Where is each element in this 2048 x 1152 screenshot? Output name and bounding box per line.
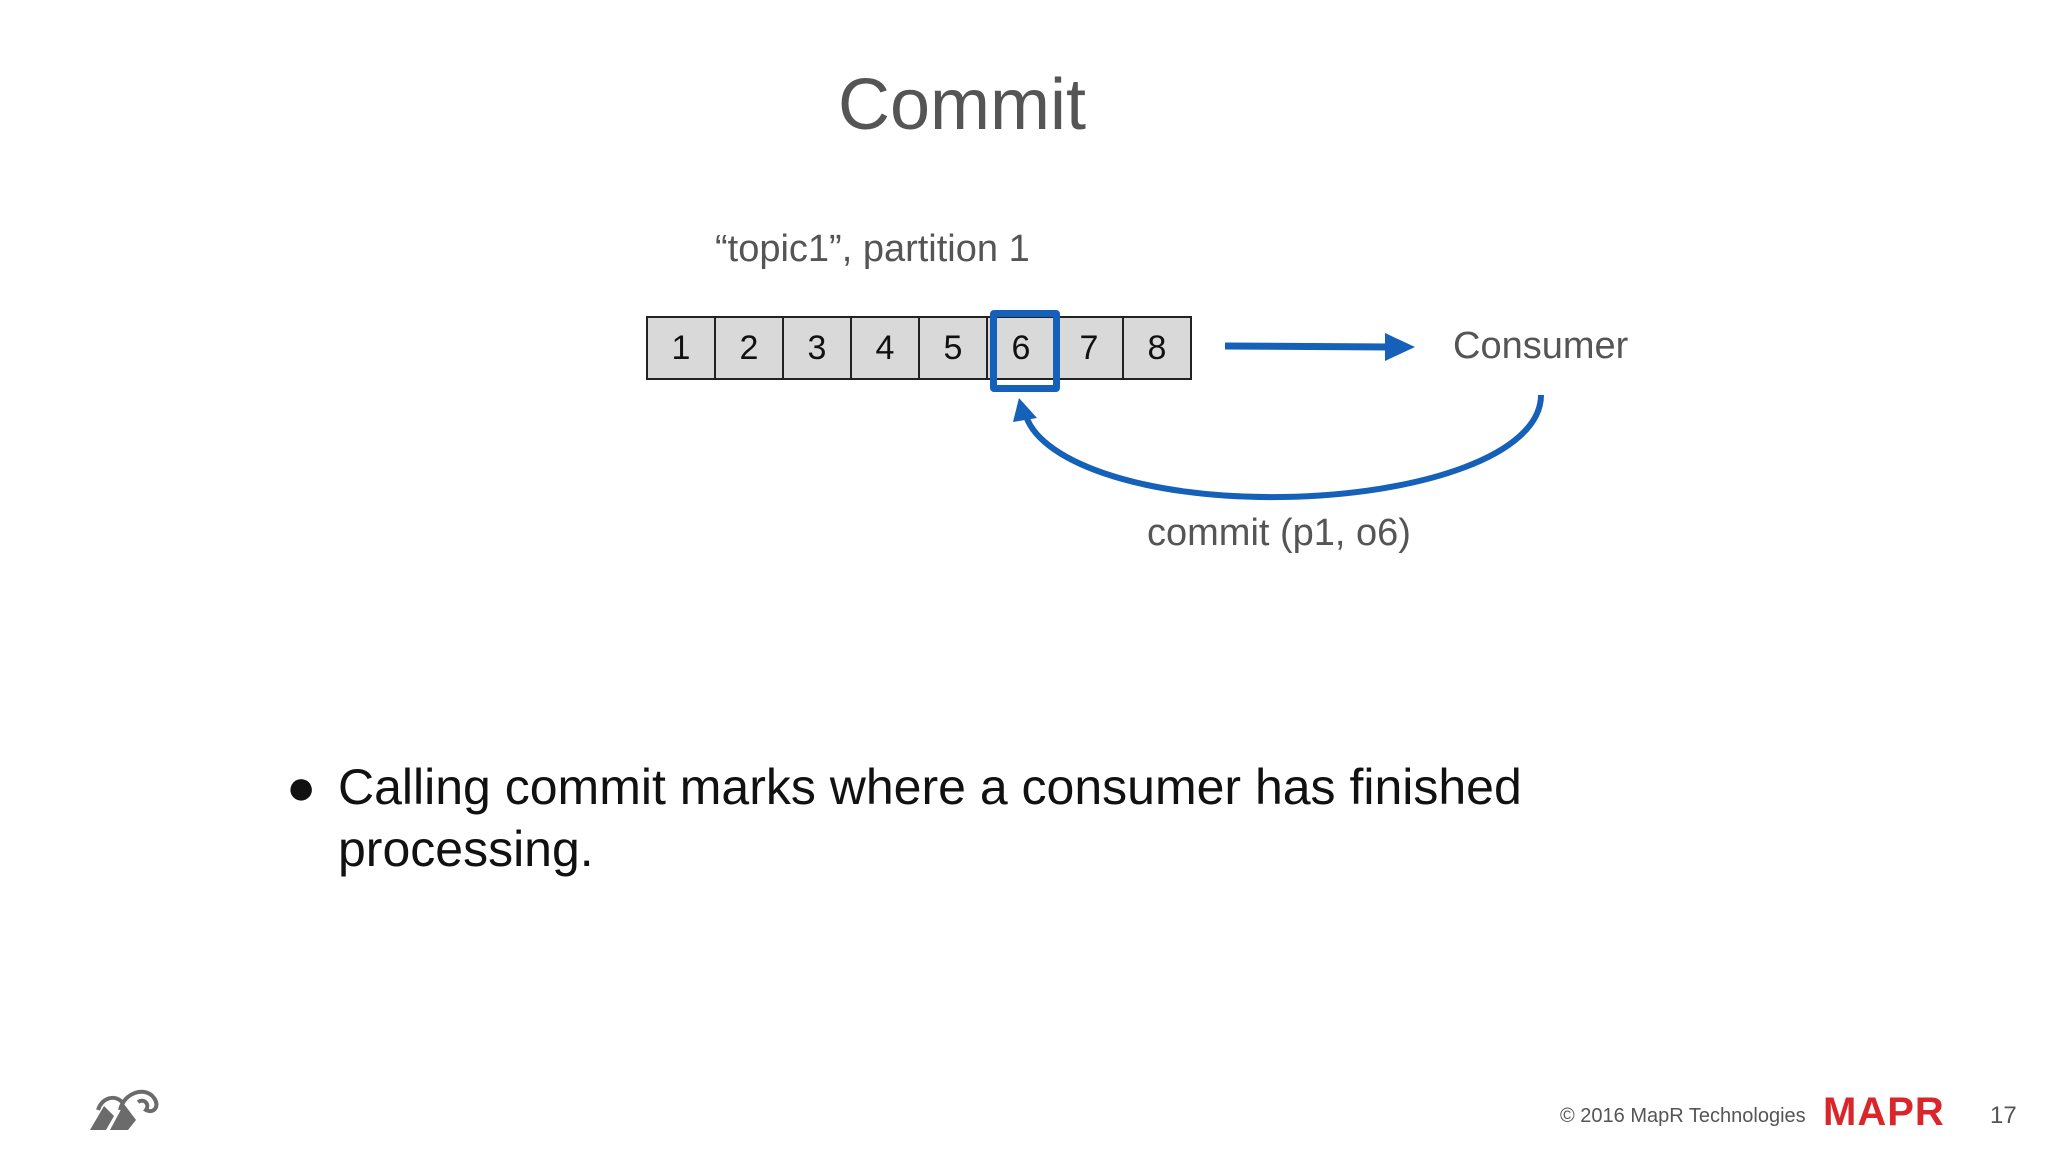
commit-arrow-curve — [1022, 394, 1544, 501]
partition-offsets: 1 2 3 4 5 6 7 8 — [646, 316, 1192, 380]
commit-label: commit (p1, o6) — [1147, 512, 1411, 554]
offset-cell: 7 — [1056, 318, 1124, 378]
copyright-text: © 2016 MapR Technologies — [1560, 1105, 1806, 1127]
bullet-point: ● Calling commit marks where a consumer … — [286, 756, 1686, 880]
consumer-label: Consumer — [1453, 325, 1629, 367]
offset-cell: 1 — [648, 318, 716, 378]
offset-cell: 4 — [852, 318, 920, 378]
page-number: 17 — [1990, 1102, 2017, 1129]
slide-title: Commit — [838, 65, 1086, 145]
mapr-logo: MAPR — [1823, 1090, 1945, 1135]
offset-cell: 8 — [1124, 318, 1190, 378]
offset-cell: 2 — [716, 318, 784, 378]
mapr-brand-text: MAPR — [1823, 1090, 1945, 1134]
bullet-marker: ● — [286, 759, 317, 815]
bullet-text: Calling commit marks where a consumer ha… — [338, 759, 1522, 877]
consume-arrow-line — [1224, 342, 1391, 351]
offset-cell: 3 — [784, 318, 852, 378]
offset-cell-highlighted: 6 — [988, 318, 1056, 378]
consume-arrow-head — [1385, 333, 1415, 361]
offset-cell: 5 — [920, 318, 988, 378]
elephant-logo-icon — [90, 1089, 159, 1130]
commit-arrow-head — [1013, 398, 1037, 422]
partition-label: “topic1”, partition 1 — [715, 228, 1030, 270]
